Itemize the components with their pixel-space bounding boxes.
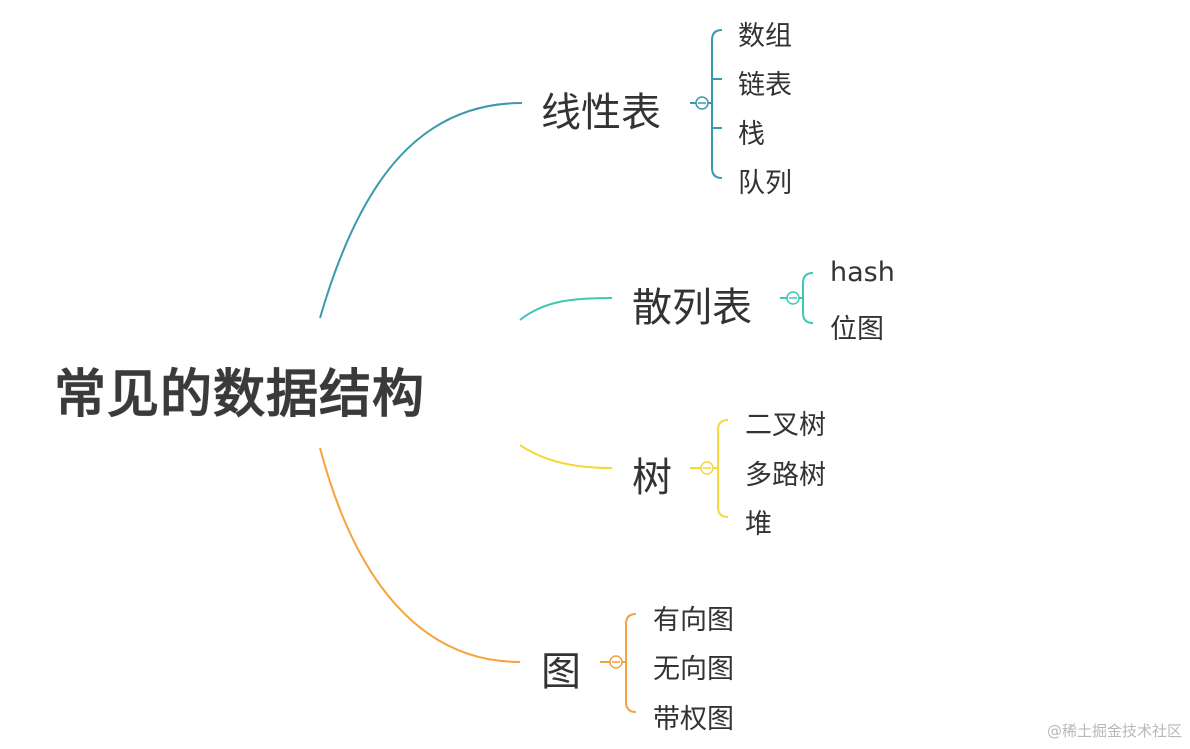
leaf-connector-group-tree [690,419,729,518]
watermark-text: @稀土掘金技术社区 [1046,722,1182,740]
root-topic[interactable]: 常见的数据结构 [54,365,426,425]
connector-graph [319,447,521,663]
topic-hash-table[interactable]: 散列表 [632,285,752,331]
connector-tree [519,444,613,469]
leaf-hash[interactable]: hash [830,257,895,288]
leaf-array[interactable]: 数组 [738,21,792,52]
leaf-undirected-graph[interactable]: 无向图 [653,654,734,685]
leaf-connector-group-hash-table [780,272,814,324]
collapse-toggle[interactable] [700,461,714,475]
connector-linear-list [319,102,523,319]
topic-linear-list[interactable]: 线性表 [541,90,661,136]
bracket [625,613,637,713]
leaf-queue[interactable]: 队列 [738,168,792,199]
leaf-bitmap[interactable]: 位图 [830,314,884,345]
bracket [711,29,723,179]
collapse-toggle[interactable] [786,291,800,305]
topic-tree[interactable]: 树 [632,455,672,501]
leaf-connector-group-graph [600,613,637,713]
leaf-heap[interactable]: 堆 [745,509,772,540]
leaf-binary-tree[interactable]: 二叉树 [745,410,826,441]
leaf-connector-group-linear-list [690,29,723,179]
collapse-toggle[interactable] [695,96,709,110]
leaf-linked-list[interactable]: 链表 [738,70,792,101]
leaf-multiway-tree[interactable]: 多路树 [745,460,826,491]
bracket [717,419,729,518]
topic-graph[interactable]: 图 [541,649,581,695]
bracket [802,272,814,324]
leaf-stack[interactable]: 栈 [738,119,765,150]
connector-hash-table [519,297,613,321]
collapse-toggle[interactable] [609,655,623,669]
leaf-weighted-graph[interactable]: 带权图 [653,704,734,735]
leaf-directed-graph[interactable]: 有向图 [653,605,734,636]
